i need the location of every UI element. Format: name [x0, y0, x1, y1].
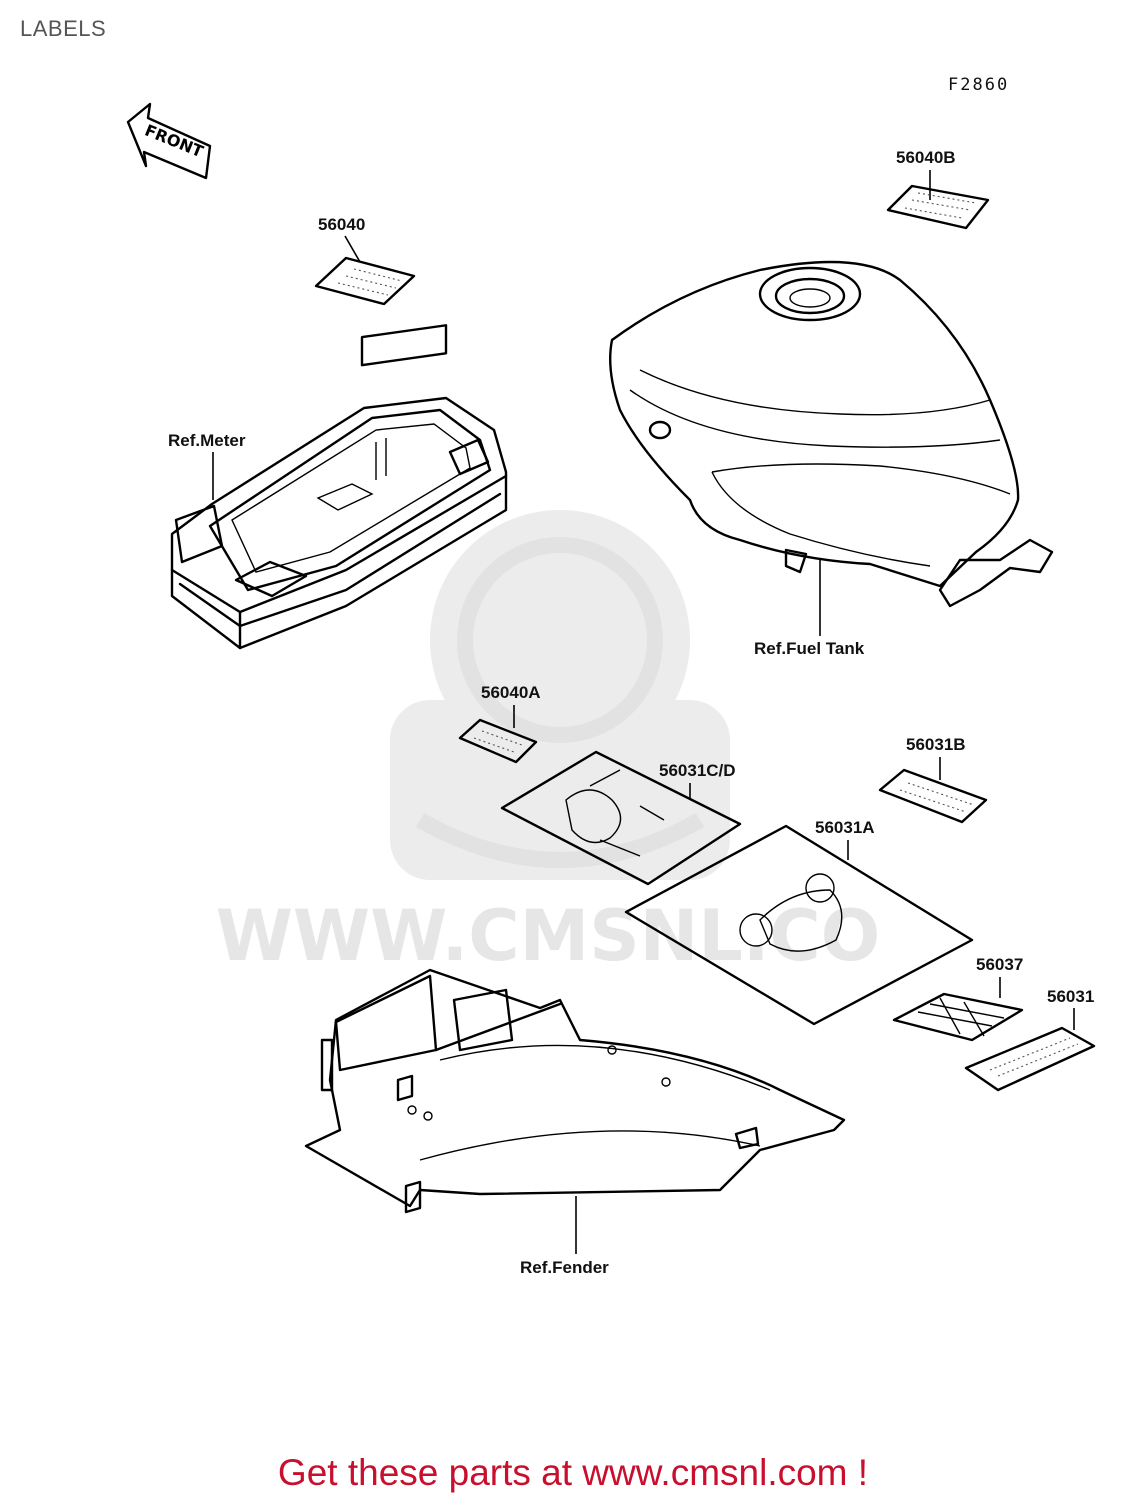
callout-56040b: 56040B: [896, 148, 956, 167]
watermark: WWW.CMSNL.CO: [216, 510, 881, 977]
fuel-tank: Ref.Fuel Tank: [609, 260, 1054, 658]
figure-code: F2860: [948, 75, 1009, 95]
label-56040a: 56040A: [458, 683, 541, 764]
callout-56031b: 56031B: [906, 735, 966, 754]
label-56037: 56037: [892, 955, 1023, 1042]
callout-56040a: 56040A: [481, 683, 541, 702]
callout-56031a: 56031A: [815, 818, 875, 837]
label-56031b: 56031B: [878, 735, 988, 824]
page-title: LABELS: [20, 16, 107, 41]
callout-56031cd: 56031C/D: [659, 761, 736, 780]
label-56040b: 56040B: [886, 148, 990, 230]
callout-56031: 56031: [1047, 987, 1094, 1006]
label-56031a: 56031A: [624, 818, 974, 1026]
callout-ref-fuel-tank: Ref.Fuel Tank: [754, 639, 865, 658]
callout-ref-fender: Ref.Fender: [520, 1258, 609, 1277]
callout-56040: 56040: [318, 215, 365, 234]
label-56031: 56031: [964, 987, 1096, 1092]
label-56031cd: 56031C/D: [500, 750, 742, 886]
meter-assembly: Ref.Meter: [168, 324, 508, 650]
fender: Ref.Fender: [304, 968, 846, 1277]
front-arrow-icon: FRONT: [126, 102, 212, 180]
watermark-text: WWW.CMSNL.CO: [216, 895, 881, 977]
callout-ref-meter: Ref.Meter: [168, 431, 246, 450]
footer-promo-link[interactable]: Get these parts at www.cmsnl.com !: [277, 1452, 869, 1493]
label-56040: 56040: [314, 215, 416, 306]
callout-56037: 56037: [976, 955, 1023, 974]
